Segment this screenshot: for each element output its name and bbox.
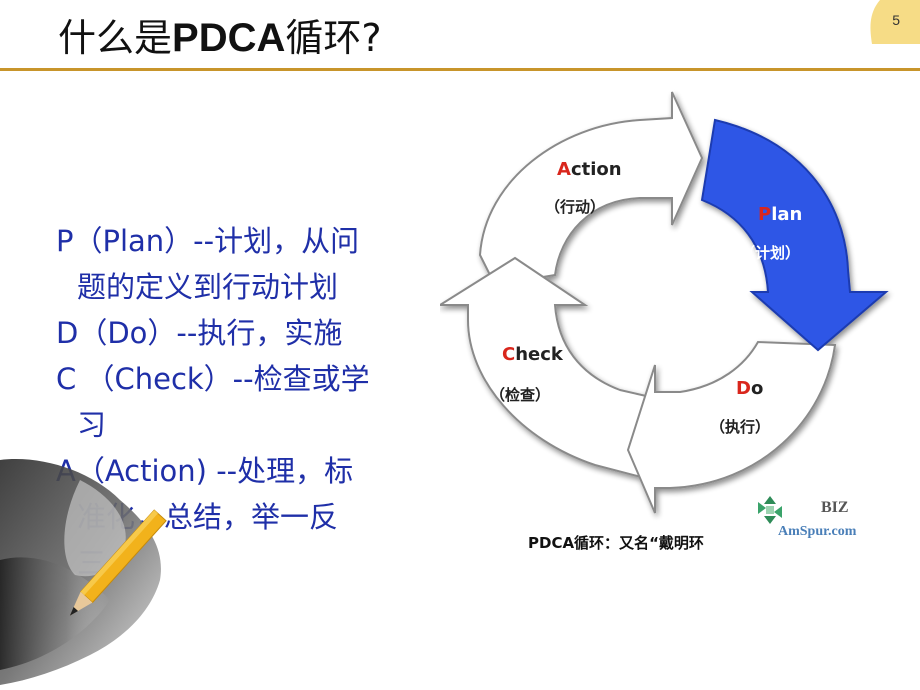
check-initial: C — [502, 344, 515, 365]
action-initial: A — [557, 159, 571, 180]
check-rest: heck — [515, 344, 564, 365]
title-pdca: PDCA — [172, 16, 286, 60]
plan-initial: P — [758, 204, 771, 225]
bullet-check: C （Check）--检查或学 习 — [56, 356, 456, 448]
corner-decoration — [860, 0, 920, 44]
check-arrow — [440, 256, 657, 480]
logo-biz-text: BIZ — [821, 499, 849, 516]
plan-cn: （计划） — [740, 244, 800, 262]
check-cn: （检查） — [490, 386, 550, 404]
diagram-caption: PDCA循环：又名“戴明环 — [528, 534, 704, 552]
page-number: 5 — [892, 12, 900, 28]
biz-logo: BIZ AmSpur.com — [756, 490, 866, 545]
bullet-line: P（Plan）--计划，从问 — [56, 224, 360, 258]
pdca-cycle-diagram: Action Plan Check Do （行动） （计划） （检查） （执行） — [440, 91, 889, 514]
do-initial: D — [736, 378, 751, 399]
bullet-line: C （Check）--检查或学 — [56, 362, 370, 396]
bullet-do: D（Do）--执行，实施 — [56, 310, 456, 356]
bullet-line: 习 — [77, 408, 107, 442]
title-prefix: 什么是 — [58, 16, 173, 60]
biz-logo-mark: BIZ AmSpur.com — [758, 496, 857, 539]
plan-rest: lan — [771, 204, 802, 225]
do-rest: o — [751, 378, 763, 399]
action-label: Action — [557, 159, 622, 180]
slide-title: 什么是PDCA循环? — [58, 10, 382, 66]
bullet-line: A（Action) --处理，标 — [56, 454, 354, 488]
action-arrow — [478, 91, 704, 287]
logo-site-text: AmSpur.com — [778, 524, 857, 539]
do-label: Do — [736, 378, 763, 399]
title-suffix: 循环? — [285, 16, 382, 60]
bullet-plan: P（Plan）--计划，从问 题的定义到行动计划 — [56, 218, 456, 310]
plan-arrow — [700, 118, 889, 352]
do-arrow — [626, 340, 837, 514]
do-cn: （执行） — [710, 418, 770, 436]
action-rest: ction — [571, 159, 622, 180]
check-label: Check — [502, 344, 564, 365]
plan-label: Plan — [758, 204, 802, 225]
action-cn: （行动） — [545, 198, 605, 216]
title-underline — [0, 68, 920, 71]
bullet-line: 题的定义到行动计划 — [77, 270, 339, 304]
hand-pencil-illustration — [0, 459, 167, 685]
bullet-line: D（Do）--执行，实施 — [56, 316, 343, 350]
